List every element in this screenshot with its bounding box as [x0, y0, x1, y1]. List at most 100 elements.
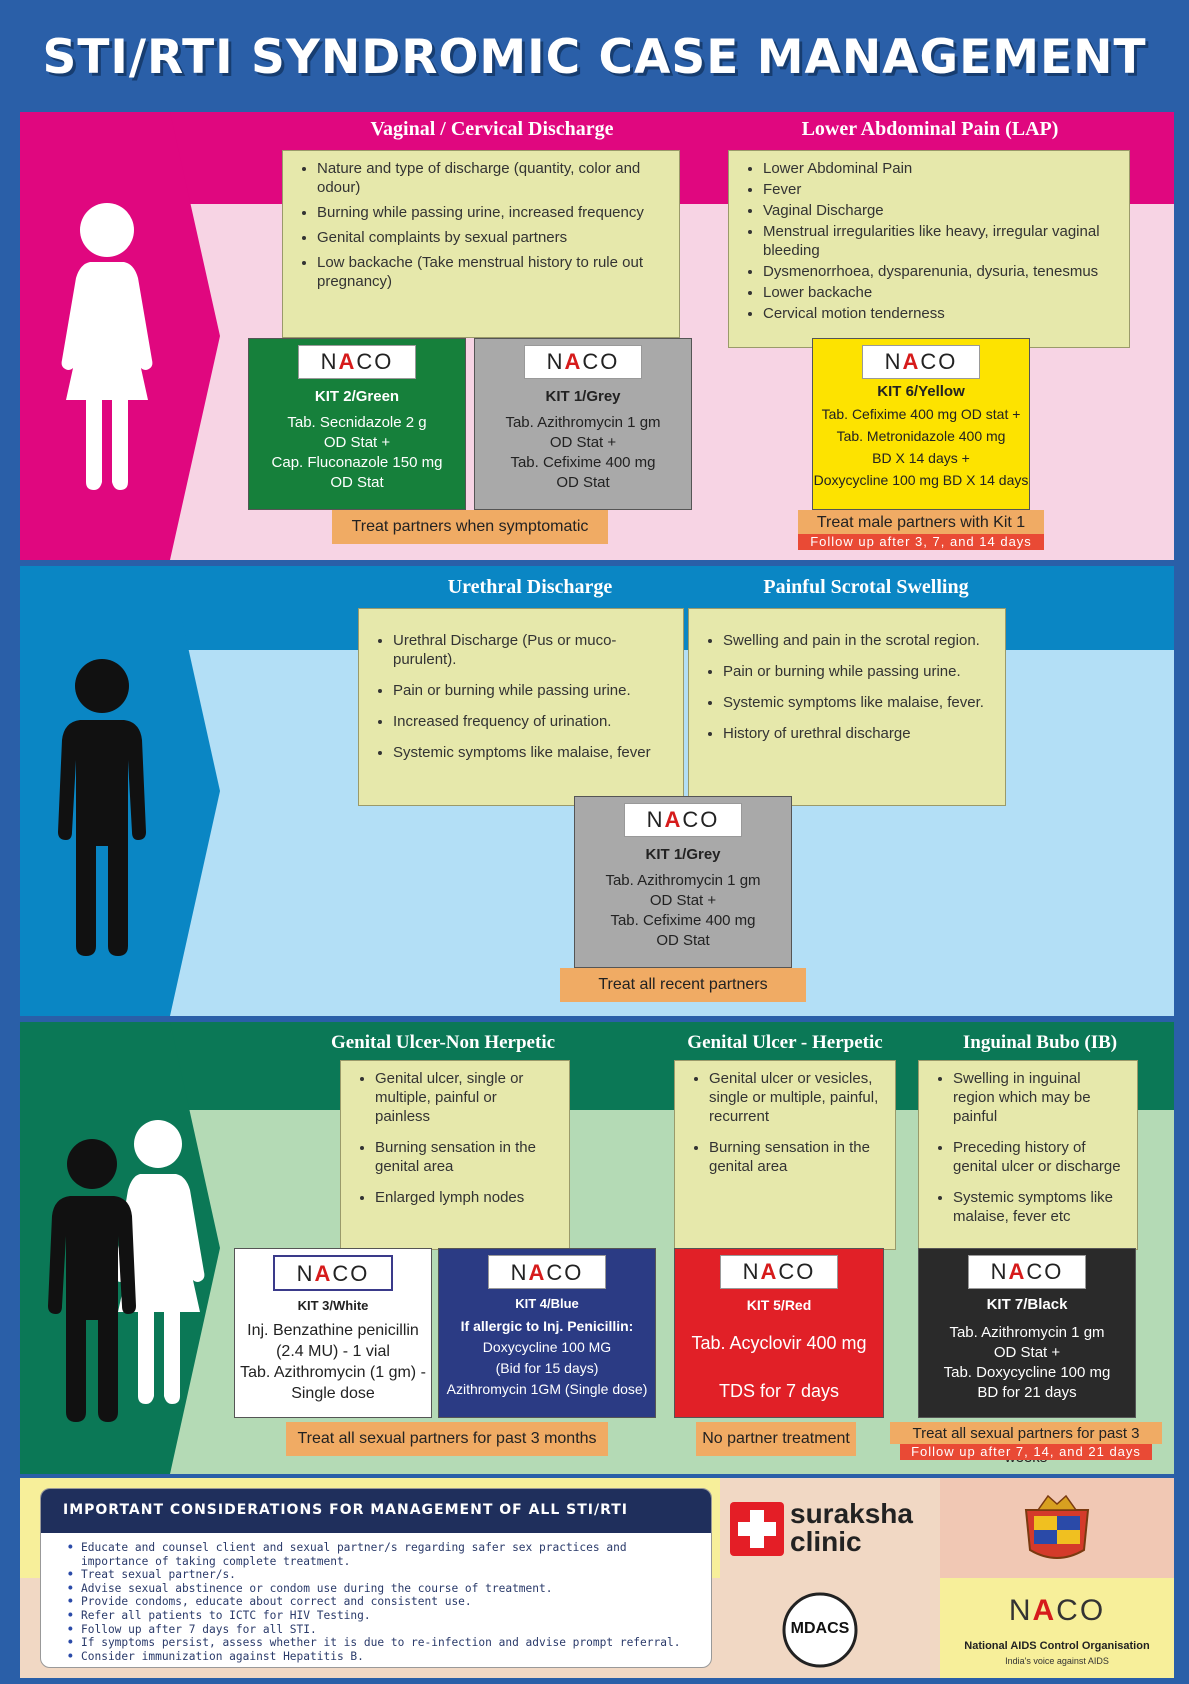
- consideration-item: •Provide condoms, educate about correct …: [67, 1595, 472, 1609]
- symptom-item: History of urethral discharge: [723, 724, 991, 743]
- consideration-item: •Follow up after 7 days for all STI.: [67, 1622, 317, 1636]
- bullet-icon: •: [67, 1622, 74, 1636]
- herpetic-symptoms-box: Genital ulcer or vesicles, single or mul…: [674, 1060, 896, 1250]
- partner-note: Treat all sexual partners for past 3 mon…: [286, 1422, 608, 1456]
- lap-header: Lower Abdominal Pain (LAP): [801, 118, 1059, 140]
- both-section: Genital Ulcer-Non Herpetic Genital Ulcer…: [20, 1022, 1174, 1474]
- vaginal-discharge-header: Vaginal / Cervical Discharge: [370, 118, 614, 140]
- partner-note: Treat all recent partners: [560, 968, 806, 1002]
- suraksha-text: suraksha: [790, 1498, 913, 1529]
- consideration-item: •Treat sexual partner/s.: [67, 1568, 236, 1582]
- kit-line: Tab. Azithromycin 1 gm: [949, 1324, 1105, 1341]
- symptom-item: Systemic symptoms like malaise, fever: [393, 743, 669, 762]
- municipal-seal-icon: [1018, 1492, 1096, 1573]
- kit-line: OD Stat +: [993, 1344, 1061, 1361]
- herpetic-header: Genital Ulcer - Herpetic: [687, 1032, 883, 1053]
- couple-figure-icon: [40, 1106, 210, 1426]
- kit-line: OD Stat: [656, 932, 710, 949]
- kit-line: Tab. Cefixime 400 mg: [510, 454, 656, 471]
- kit-line: Tab. Cefixime 400 mg OD stat +: [821, 406, 1021, 422]
- mdacs-logo: MDACS: [780, 1590, 860, 1670]
- kit-line: Tab. Azithromycin (1 gm) -: [240, 1364, 426, 1381]
- kit-line: If allergic to Inj. Penicillin:: [460, 1318, 634, 1334]
- symptom-item: Dysmenorrhoea, dysparenunia, dysuria, te…: [763, 262, 1115, 281]
- bullet-icon: •: [67, 1608, 74, 1622]
- symptom-item: Low backache (Take menstrual history to …: [317, 253, 665, 291]
- symptom-item: Systemic symptoms like malaise, fever et…: [953, 1188, 1123, 1226]
- partner-note: Treat all sexual partners for past 3 wee…: [890, 1422, 1162, 1466]
- kit-name: KIT 4/Blue: [515, 1296, 579, 1311]
- red-cross-icon: [730, 1502, 784, 1556]
- symptom-item: Pain or burning while passing urine.: [723, 662, 991, 681]
- bullet-icon: •: [67, 1649, 74, 1663]
- kit-line: TDS for 7 days: [718, 1381, 840, 1401]
- kit-name: KIT 6/Yellow: [877, 383, 965, 400]
- naco-logo: NACO National AIDS Control Organisation …: [940, 1578, 1174, 1678]
- consideration-item: •Refer all patients to ICTC for HIV Test…: [67, 1608, 371, 1622]
- mdacs-ribbon-icon: [782, 1592, 858, 1668]
- women-section: Vaginal / Cervical Discharge Lower Abdom…: [20, 112, 1174, 560]
- kit-line: OD Stat: [330, 474, 384, 491]
- kit-line: OD Stat +: [323, 434, 391, 451]
- bullet-icon: •: [67, 1636, 74, 1650]
- bottom-panel: IMPORTANT CONSIDERATIONS FOR MANAGEMENT …: [20, 1478, 1174, 1678]
- kit-line: Azithromycin 1GM (Single dose): [446, 1381, 648, 1397]
- kit-line: Tab. Secnidazole 2 g: [287, 414, 427, 431]
- naco-org-name: National AIDS Control Organisation: [964, 1640, 1150, 1652]
- lap-symptoms-box: Lower Abdominal Pain Fever Vaginal Disch…: [728, 150, 1130, 348]
- symptom-item: Lower Abdominal Pain: [763, 159, 1115, 178]
- followup-note: Follow up after 3, 7, and 14 days: [798, 534, 1044, 550]
- followup-note: Follow up after 7, 14, and 21 days: [900, 1444, 1152, 1460]
- consideration-item: •Consider immunization against Hepatitis…: [67, 1649, 364, 1663]
- bullet-icon: •: [67, 1568, 74, 1582]
- consideration-item: •Educate and counsel client and sexual p…: [67, 1541, 627, 1568]
- naco-tagline: India's voice against AIDS: [1005, 1656, 1109, 1666]
- symptom-item: Genital ulcer or vesicles, single or mul…: [709, 1069, 881, 1126]
- partner-note: Treat partners when symptomatic: [332, 510, 608, 544]
- symptom-item: Cervical motion tenderness: [763, 304, 1115, 323]
- symptom-item: Burning sensation in the genital area: [709, 1138, 881, 1176]
- symptom-item: Nature and type of discharge (quantity, …: [317, 159, 665, 197]
- bullet-icon: •: [67, 1581, 74, 1595]
- kit-line: OD Stat: [556, 474, 610, 491]
- bubo-header: Inguinal Bubo (IB): [962, 1032, 1118, 1053]
- consideration-item: •Advise sexual abstinence or condom use …: [67, 1581, 553, 1595]
- men-section: Urethral Discharge Painful Scrotal Swell…: [20, 566, 1174, 1016]
- kit-line: Tab. Azithromycin 1 gm: [505, 414, 661, 431]
- kit-line: Doxycycline 100 mg BD X 14 days: [813, 472, 1029, 488]
- symptom-item: Pain or burning while passing urine.: [393, 681, 669, 700]
- kit-line: Single dose: [291, 1385, 375, 1402]
- kit-name: KIT 2/Green: [314, 388, 400, 405]
- kit-name: KIT 5/Red: [746, 1297, 812, 1313]
- urethral-symptoms-box: Urethral Discharge (Pus or muco-purulent…: [358, 608, 684, 806]
- bubo-symptoms-box: Swelling in inguinal region which may be…: [918, 1060, 1138, 1250]
- symptom-item: Fever: [763, 180, 1115, 199]
- symptom-item: Genital complaints by sexual partners: [317, 228, 665, 247]
- symptom-item: Genital ulcer, single or multiple, painf…: [375, 1069, 555, 1126]
- kit-line: Doxycycline 100 MG: [482, 1339, 612, 1355]
- partner-note: No partner treatment: [696, 1422, 856, 1456]
- symptom-item: Systemic symptoms like malaise, fever.: [723, 693, 991, 712]
- symptom-item: Burning sensation in the genital area: [375, 1138, 555, 1176]
- man-figure-icon: [52, 656, 152, 956]
- symptom-item: Menstrual irregularities like heavy, irr…: [763, 222, 1115, 260]
- consideration-item: •If symptoms persist, assess whether it …: [67, 1636, 681, 1650]
- kit-line: Tab. Acyclovir 400 mg: [691, 1333, 867, 1353]
- vaginal-symptoms-box: Nature and type of discharge (quantity, …: [282, 150, 680, 338]
- naco-logo-icon: NACO: [1008, 1594, 1106, 1627]
- scrotal-swelling-header: Painful Scrotal Swelling: [763, 576, 969, 598]
- kit-line: Inj. Benzathine penicillin: [247, 1322, 419, 1339]
- symptom-item: Preceding history of genital ulcer or di…: [953, 1138, 1123, 1176]
- suraksha-clinic-logo: suraksha clinic: [730, 1500, 930, 1560]
